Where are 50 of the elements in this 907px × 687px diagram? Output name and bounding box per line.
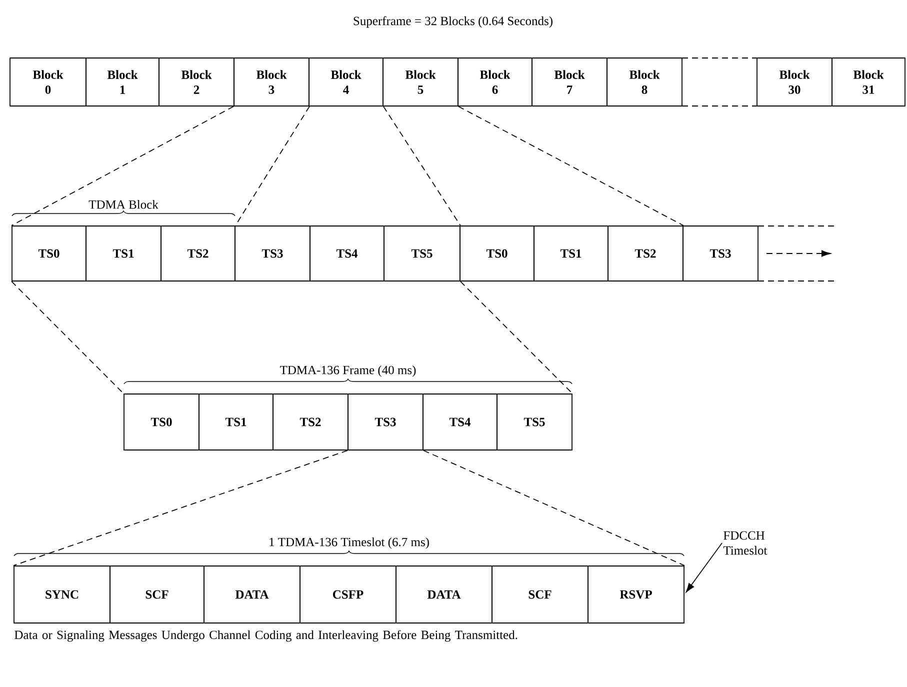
brace-label: TDMA-136 Frame (40 ms) <box>280 365 416 377</box>
slot-cell: Block 5 <box>382 58 458 106</box>
slot-cell: TS3 <box>234 226 310 282</box>
slot-cell: TS1 <box>534 226 608 282</box>
expansion-line <box>11 281 124 394</box>
expansion-line <box>235 106 310 226</box>
slot-cell: Block 4 <box>308 58 384 106</box>
slot-cell: TS1 <box>198 394 274 450</box>
leader-line <box>686 542 722 592</box>
slot-cell: TS1 <box>86 226 162 282</box>
expansion-line <box>383 106 461 226</box>
expansion-line <box>458 106 684 226</box>
slot-cell: TS4 <box>310 226 384 282</box>
slot-cell: TS0 <box>460 226 534 282</box>
expansion-line <box>423 450 685 566</box>
slot-cell: SYNC <box>14 566 110 624</box>
slot-cell: TS0 <box>12 226 86 282</box>
expansion-line <box>11 106 234 226</box>
slot-cell: TS3 <box>682 226 758 282</box>
slot-cell: TS2 <box>608 226 684 282</box>
slot-cell: Block 1 <box>86 58 160 106</box>
slot-cell: Block 31 <box>832 58 906 106</box>
slot-cell: TS2 <box>272 394 348 450</box>
slot-cell: Block 8 <box>606 58 682 106</box>
slot-cell: Block 2 <box>158 58 234 106</box>
slot-cell: Block 7 <box>532 58 608 106</box>
callout-text: FDCCH Timeslot <box>723 531 768 555</box>
slot-cell: TS4 <box>422 394 498 450</box>
title: Superframe = 32 Blocks (0.64 Seconds) <box>354 16 552 28</box>
slot-cell: TS5 <box>384 226 460 282</box>
expansion-line <box>460 281 573 394</box>
brace-label: TDMA Block <box>88 200 158 209</box>
brace-label: 1 TDMA-136 Timeslot (6.7 ms) <box>270 537 429 549</box>
slot-cell: TS0 <box>124 394 200 450</box>
slot-cell: DATA <box>204 566 300 624</box>
slot-cell: Block 3 <box>234 58 310 106</box>
slot-cell: Block 6 <box>458 58 532 106</box>
slot-cell: TS5 <box>496 394 572 450</box>
slot-cell: SCF <box>492 566 588 624</box>
slot-cell: TS2 <box>160 226 236 282</box>
slot-cell: CSFP <box>300 566 396 624</box>
slot-cell: DATA <box>396 566 492 624</box>
slot-cell: RSVP <box>588 566 684 624</box>
slot-cell: SCF <box>110 566 204 624</box>
expansion-line <box>13 450 348 566</box>
slot-cell: Block 0 <box>10 58 86 106</box>
continuation-arrow <box>766 250 831 257</box>
slot-cell: TS3 <box>348 394 424 450</box>
caption: Data or Signaling Messages Undergo Channel Coding and Interleaving Before Being Transmitted. <box>14 630 518 642</box>
slot-cell: Block 30 <box>756 58 832 106</box>
